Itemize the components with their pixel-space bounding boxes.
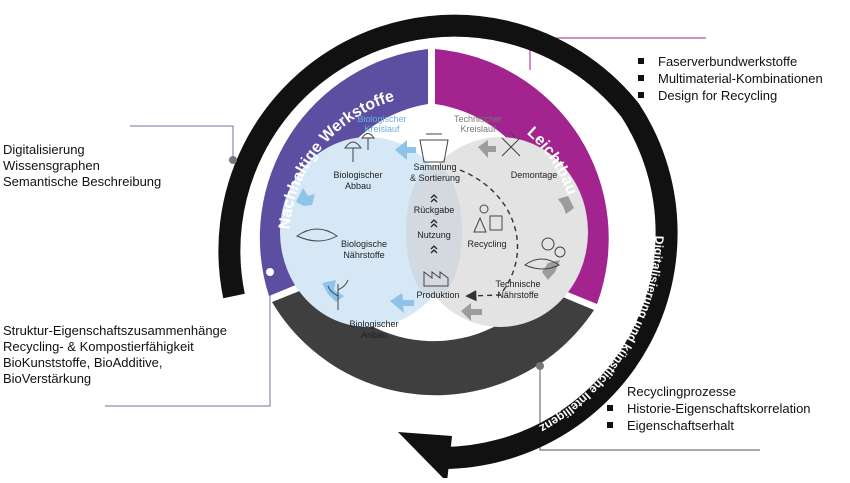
left-bottom-line: BioVerstärkung [3, 371, 92, 386]
mushroom-icon [344, 133, 375, 162]
left-bottom-line: Struktur-Eigenschaftszusammenhänge [3, 323, 228, 338]
list-item: Recyclingprozesse [603, 383, 811, 400]
label-rueckgabe: Rückgabe [414, 205, 455, 215]
factory-icon [423, 271, 449, 287]
label-recycling-stage: Recycling [467, 239, 506, 249]
label-nutzung: Nutzung [417, 230, 451, 240]
gears-icon [479, 204, 566, 258]
segment-recycling [272, 282, 594, 396]
tech-dashed-loop [459, 169, 519, 302]
arc-arrowhead [398, 432, 452, 482]
connector-lines [105, 125, 271, 407]
left-top-line: Semantische Beschreibung [3, 174, 162, 189]
disassembly-icon [501, 131, 521, 157]
label-demontage: Demontage [511, 170, 558, 180]
waste-bin-icon [419, 133, 449, 163]
inner-cycle-fills [280, 137, 588, 327]
list-item: Multimaterial-Kombinationen [634, 70, 823, 87]
left-bottom-line: BioKunststoffe, BioAdditive, [3, 355, 163, 370]
connector-dot-leichtbau [526, 70, 534, 78]
right-top-list: Faserverbundwerkstoffe Multimaterial-Kom… [634, 53, 823, 104]
label-produktion: Produktion [416, 290, 459, 300]
lab-icon [473, 215, 503, 233]
list-item: Eigenschaftserhalt [603, 417, 811, 434]
list-item: Design for Recycling [634, 87, 823, 104]
list-item: Historie-Eigenschaftskorrelation [603, 400, 811, 417]
left-top-line: Wissensgraphen [3, 158, 100, 173]
left-top-text: Digitalisierung Wissensgraphen Semantisc… [3, 142, 161, 190]
connector-dot-recycling [536, 362, 544, 370]
digitalization-arc [218, 14, 678, 482]
list-item: Faserverbundwerkstoffe [634, 53, 823, 70]
left-bottom-line: Recycling- & Kompostierfähigkeit [3, 339, 194, 354]
center-chevrons [430, 194, 438, 254]
left-top-line: Digitalisierung [3, 142, 85, 157]
left-bottom-text: Struktur-Eigenschaftszusammenhänge Recyc… [3, 323, 227, 387]
tech-cycle-arrows [461, 140, 574, 321]
connector-dot-nachhaltige [229, 156, 237, 164]
material-sheet-icon [295, 228, 560, 270]
segment-title-recycling: Recycling [403, 400, 480, 421]
label-sammlung: Sammlung& Sortierung [410, 162, 460, 183]
right-bottom-list: Recyclingprozesse Historie-Eigenschaftsk… [603, 383, 811, 434]
plant-icon [327, 279, 349, 310]
connector-dot-werkstoffe [266, 268, 274, 276]
